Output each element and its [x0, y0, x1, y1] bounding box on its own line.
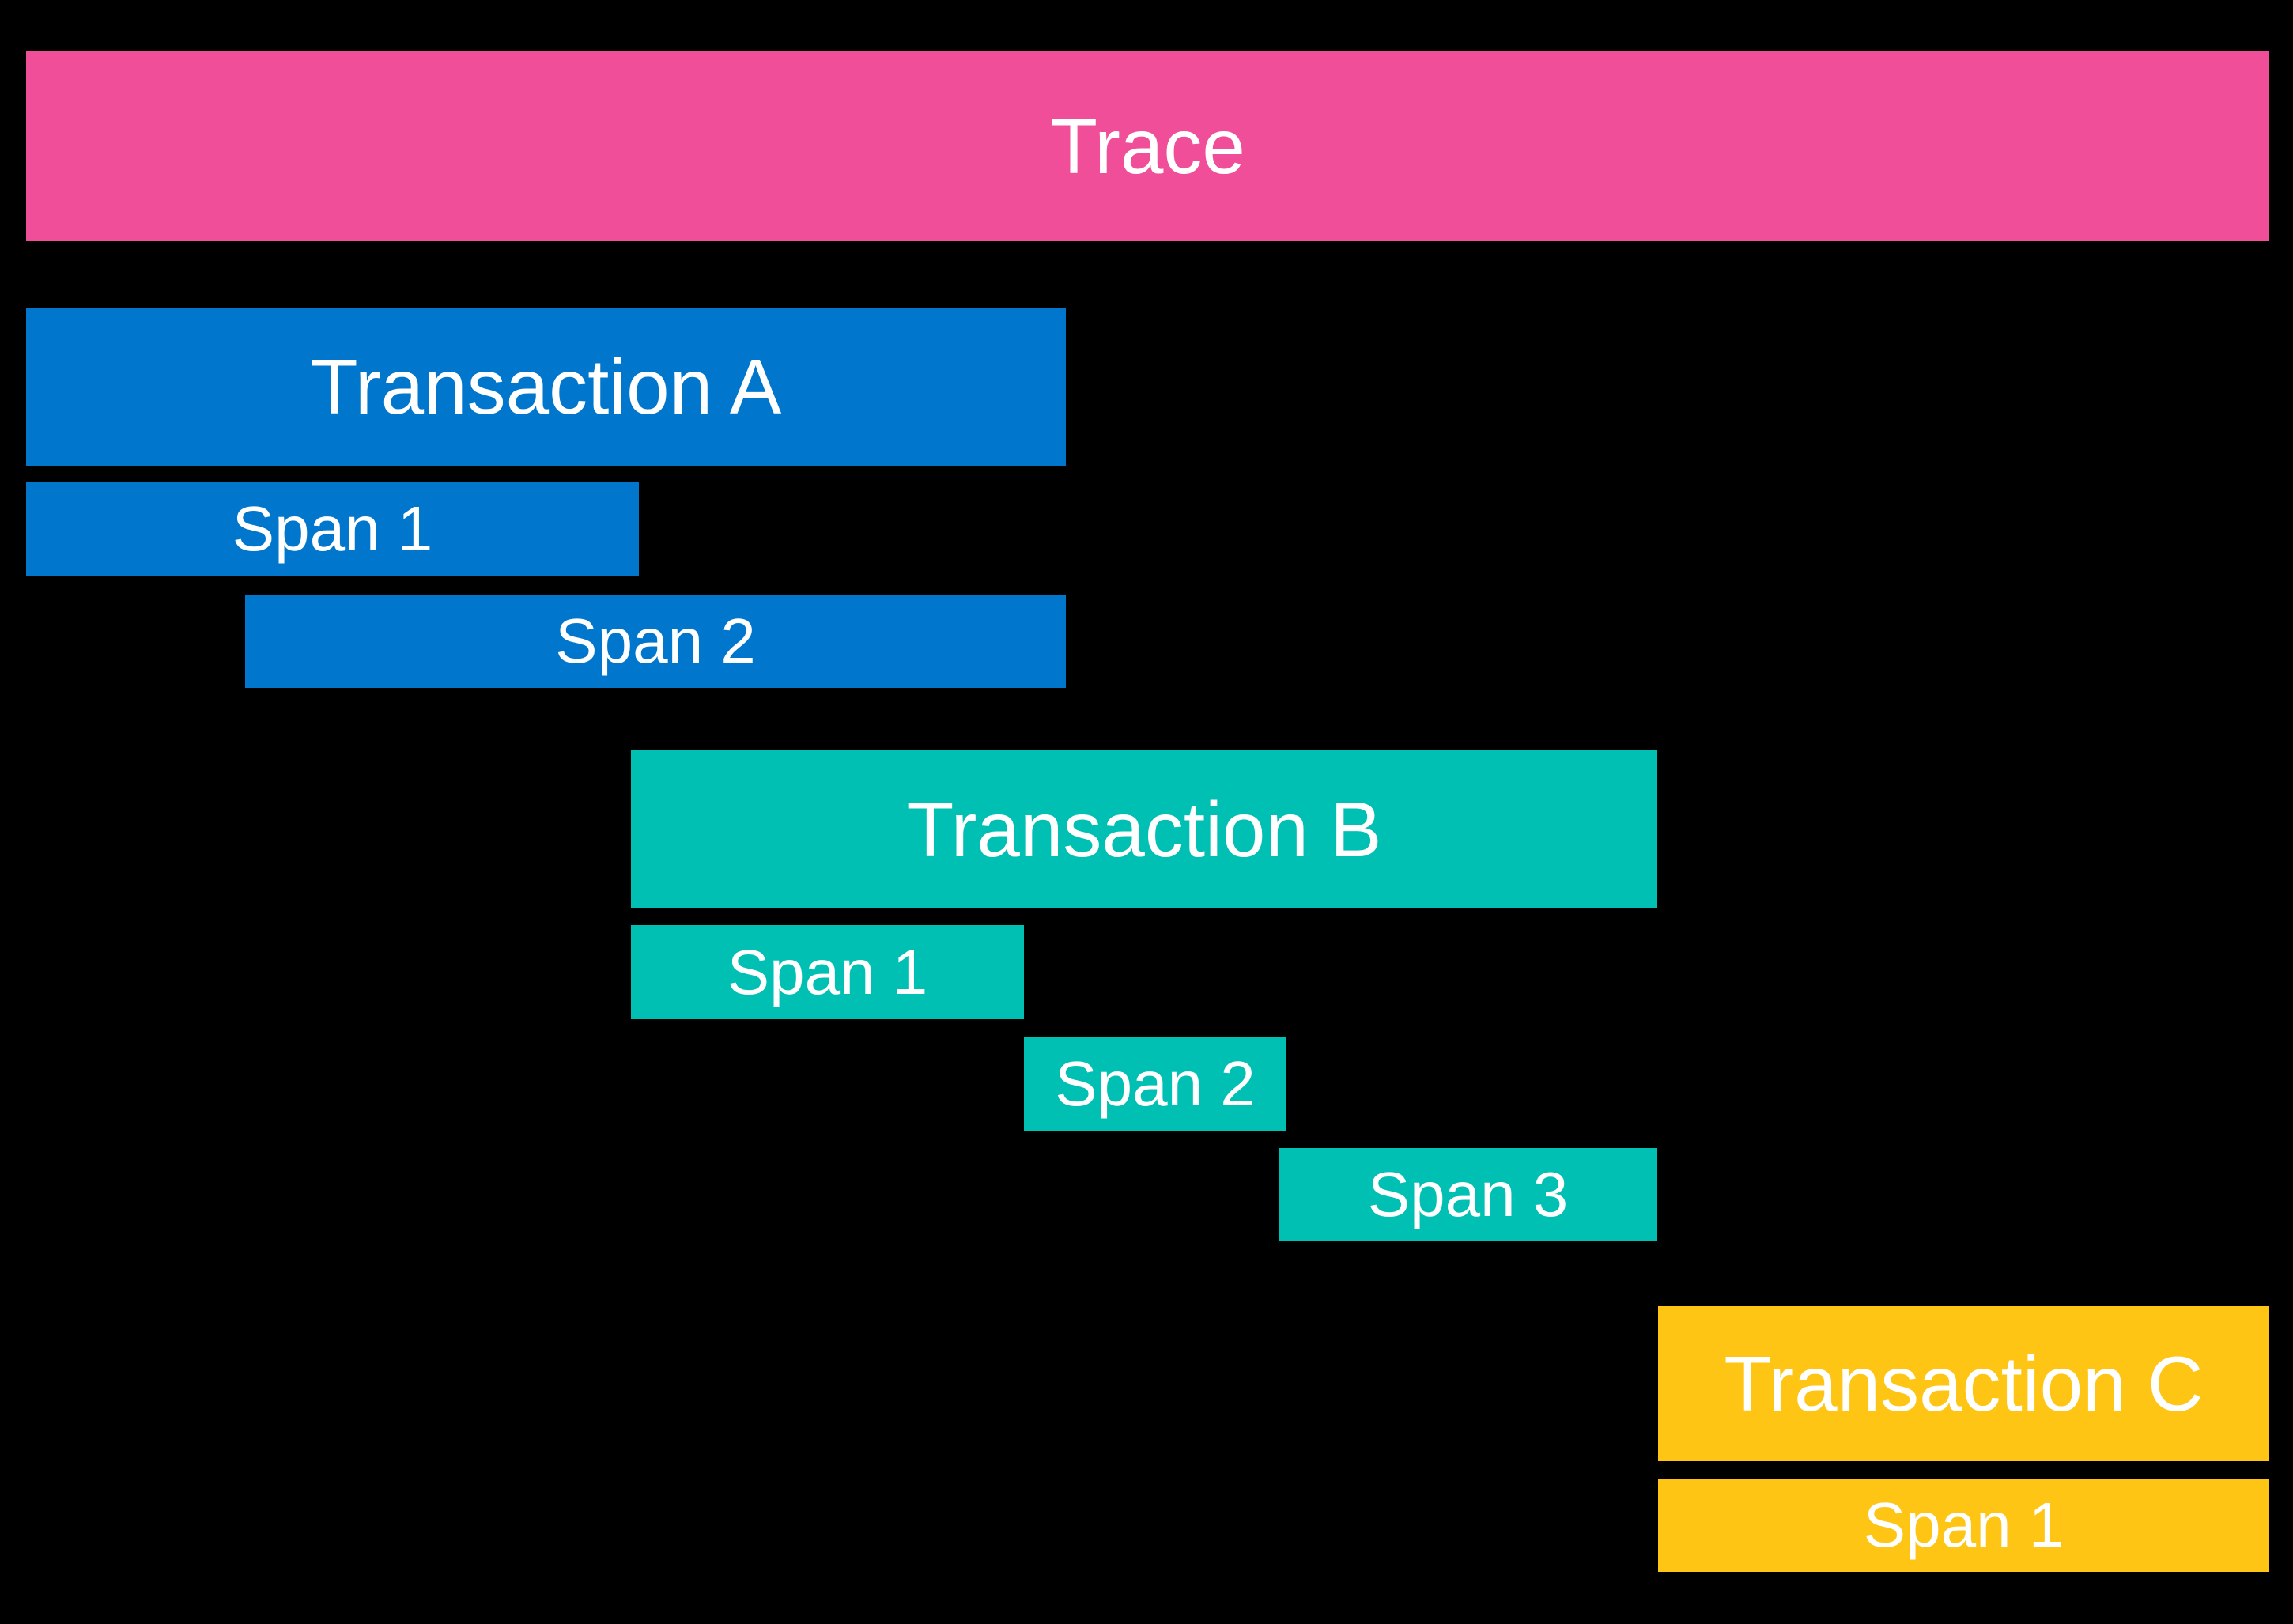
transaction-b-span-3-label: Span 3	[1367, 1159, 1569, 1229]
transaction-a-bar: Transaction A	[26, 308, 1066, 466]
trace-bar: Trace	[26, 51, 2269, 241]
transaction-b-span-1-bar: Span 1	[631, 925, 1024, 1019]
transaction-b-span-2-bar: Span 2	[1024, 1037, 1286, 1131]
transaction-b-span-2-label: Span 2	[1055, 1048, 1256, 1119]
trace-label: Trace	[1050, 102, 1245, 190]
transaction-c-span-1-label: Span 1	[1863, 1490, 2064, 1560]
transaction-c-label: Transaction C	[1724, 1339, 2204, 1427]
transaction-b-bar: Transaction B	[631, 750, 1657, 908]
transaction-a-span-1-bar: Span 1	[26, 482, 639, 576]
transaction-c-span-1-bar: Span 1	[1658, 1479, 2269, 1572]
transaction-a-label: Transaction A	[310, 342, 782, 430]
transaction-a-span-2-label: Span 2	[555, 606, 756, 676]
transaction-b-label: Transaction B	[906, 785, 1382, 873]
transaction-a-span-2-bar: Span 2	[245, 595, 1066, 688]
transaction-a-span-1-label: Span 1	[232, 493, 433, 564]
transaction-c-bar: Transaction C	[1658, 1306, 2269, 1461]
transaction-b-span-3-bar: Span 3	[1279, 1148, 1657, 1241]
transaction-b-span-1-label: Span 1	[727, 936, 928, 1007]
